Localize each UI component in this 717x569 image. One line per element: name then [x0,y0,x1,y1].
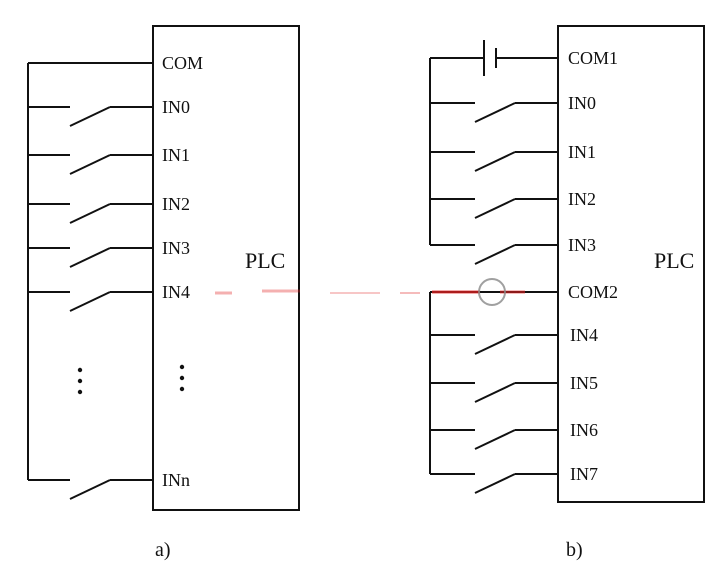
switch-in5-b [430,382,558,403]
terminal-in3-a: IN3 [162,238,190,258]
plc-label-a: PLC [245,248,285,273]
switch-in3-b [430,244,558,265]
terminal-in4-b: IN4 [570,325,598,345]
switch-in3-a [28,247,153,268]
caption-b: b) [566,539,583,561]
terminal-in6-b: IN6 [570,420,598,440]
switch-in6-b [430,429,558,450]
terminal-in2-b: IN2 [568,189,596,209]
terminal-in0-b: IN0 [568,93,596,113]
caption-a: a) [155,539,171,561]
switch-in2-a [28,203,153,224]
battery-com1-b [430,40,558,76]
terminal-in3-b: IN3 [568,235,596,255]
watermark-smudge [215,278,525,306]
terminal-in7-b: IN7 [570,464,598,484]
terminal-in4-a: IN4 [162,282,190,302]
switch-in4-a [28,291,153,312]
terminal-com-a: COM [162,53,203,73]
switch-in7-b [430,473,558,494]
terminal-in1-a: IN1 [162,145,190,165]
switch-inn-a [28,479,153,500]
terminal-in2-a: IN2 [162,194,190,214]
figure-b: PLC COM1 IN0 IN1 IN2 [429,25,705,561]
switch-in4-b [430,334,558,355]
terminal-in0-a: IN0 [162,97,190,117]
figure-a: PLC COM IN0 IN1 IN2 IN3 [27,25,300,561]
terminal-in1-b: IN1 [568,142,596,162]
terminal-inn-a: INn [162,470,190,490]
ellipsis-right-a [179,364,185,392]
switch-in1-b [430,151,558,172]
switch-in1-a [28,154,153,175]
plc-box-a [152,25,300,511]
switch-in2-b [430,198,558,219]
terminal-in5-b: IN5 [570,373,598,393]
plc-label-b: PLC [654,248,694,273]
terminal-com2-b: COM2 [568,282,618,302]
plc-box-b [557,25,705,503]
ellipsis-left-a [77,367,83,395]
terminal-com1-b: COM1 [568,48,618,68]
switch-in0-a [28,106,153,127]
switch-in0-b [430,102,558,123]
